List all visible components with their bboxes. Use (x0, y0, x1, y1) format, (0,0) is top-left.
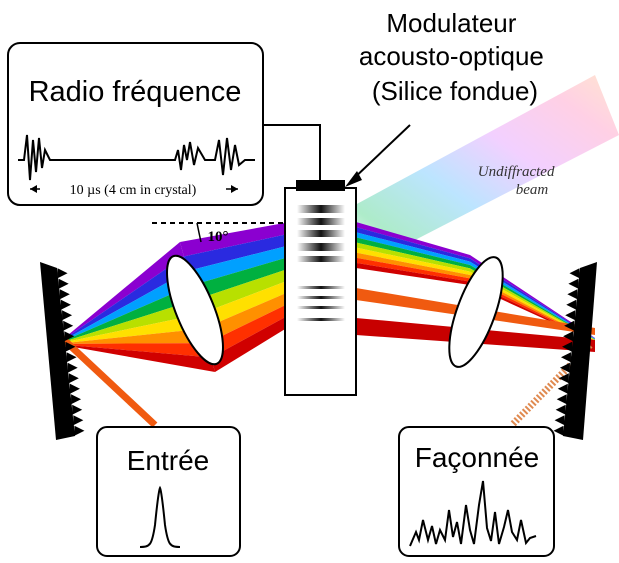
rf-title: Radio fréquence (29, 76, 242, 108)
undiffracted-label: Undiffracted beam (478, 164, 558, 198)
spectrum-band (356, 247, 470, 275)
spectrum-band (199, 279, 290, 329)
spectrum-band (62, 256, 188, 342)
angle-label: 10° (208, 229, 229, 245)
spectrum-band (62, 344, 215, 372)
modulator-pointer-arrow (349, 124, 411, 183)
spectrum-band (183, 233, 290, 271)
right-grating (553, 262, 597, 440)
spectrum-left-fan (62, 242, 215, 372)
spectrum-band (356, 242, 470, 272)
spectrum-band (62, 328, 208, 344)
acoustic-band (297, 256, 345, 262)
spectrum-band (191, 256, 290, 300)
spectrum-band (356, 257, 470, 282)
spectrum-mid-fan (180, 222, 290, 372)
acoustic-band (297, 230, 345, 237)
rf-waveform (18, 134, 255, 181)
spectrum-band (62, 343, 212, 358)
spectrum-band (187, 245, 290, 286)
angle-arc (196, 222, 202, 243)
output-beam (509, 342, 593, 428)
spectrum-band (211, 314, 290, 372)
acoustic-band (297, 318, 345, 321)
modulator-label: Modulateur acousto-optique (Silice fondu… (359, 8, 551, 106)
input-box (96, 426, 241, 557)
acoustic-band (297, 286, 345, 289)
spectrum-band (356, 237, 470, 269)
acoustic-band (297, 205, 345, 213)
rf-cable (263, 124, 321, 180)
input-beam (59, 335, 158, 428)
spectrum-band (62, 285, 196, 343)
spectrum-band (356, 232, 470, 265)
spectrum-band (62, 314, 204, 344)
spectrum-band (356, 222, 470, 259)
spectrum-band (195, 268, 290, 315)
acoustic-band (297, 218, 345, 225)
spectrum-band (62, 270, 192, 342)
spectrum-band (180, 222, 290, 257)
spectrum-band (356, 252, 470, 279)
output-box (398, 426, 555, 557)
spectrum-band (356, 262, 470, 285)
right-lens (448, 256, 504, 368)
spectrum-band (62, 299, 200, 343)
output-title: Façonnée (415, 442, 540, 473)
spectrum-band (203, 291, 290, 344)
transducer (296, 180, 345, 191)
input-title: Entrée (127, 445, 210, 476)
acoustic-wave-bands (297, 205, 345, 321)
output-pulse (409, 480, 537, 547)
spectrum-band (207, 302, 290, 358)
acoustic-band (297, 306, 345, 309)
rf-duration-label: 10 µs (4 cm in crystal) (70, 183, 197, 198)
spectrum-band (356, 227, 470, 262)
acoustic-band (297, 296, 345, 299)
acoustic-band (297, 243, 345, 251)
input-pulse (139, 485, 181, 548)
spectrum-band (62, 242, 184, 341)
left-grating (40, 262, 85, 440)
left-lens (166, 254, 224, 366)
